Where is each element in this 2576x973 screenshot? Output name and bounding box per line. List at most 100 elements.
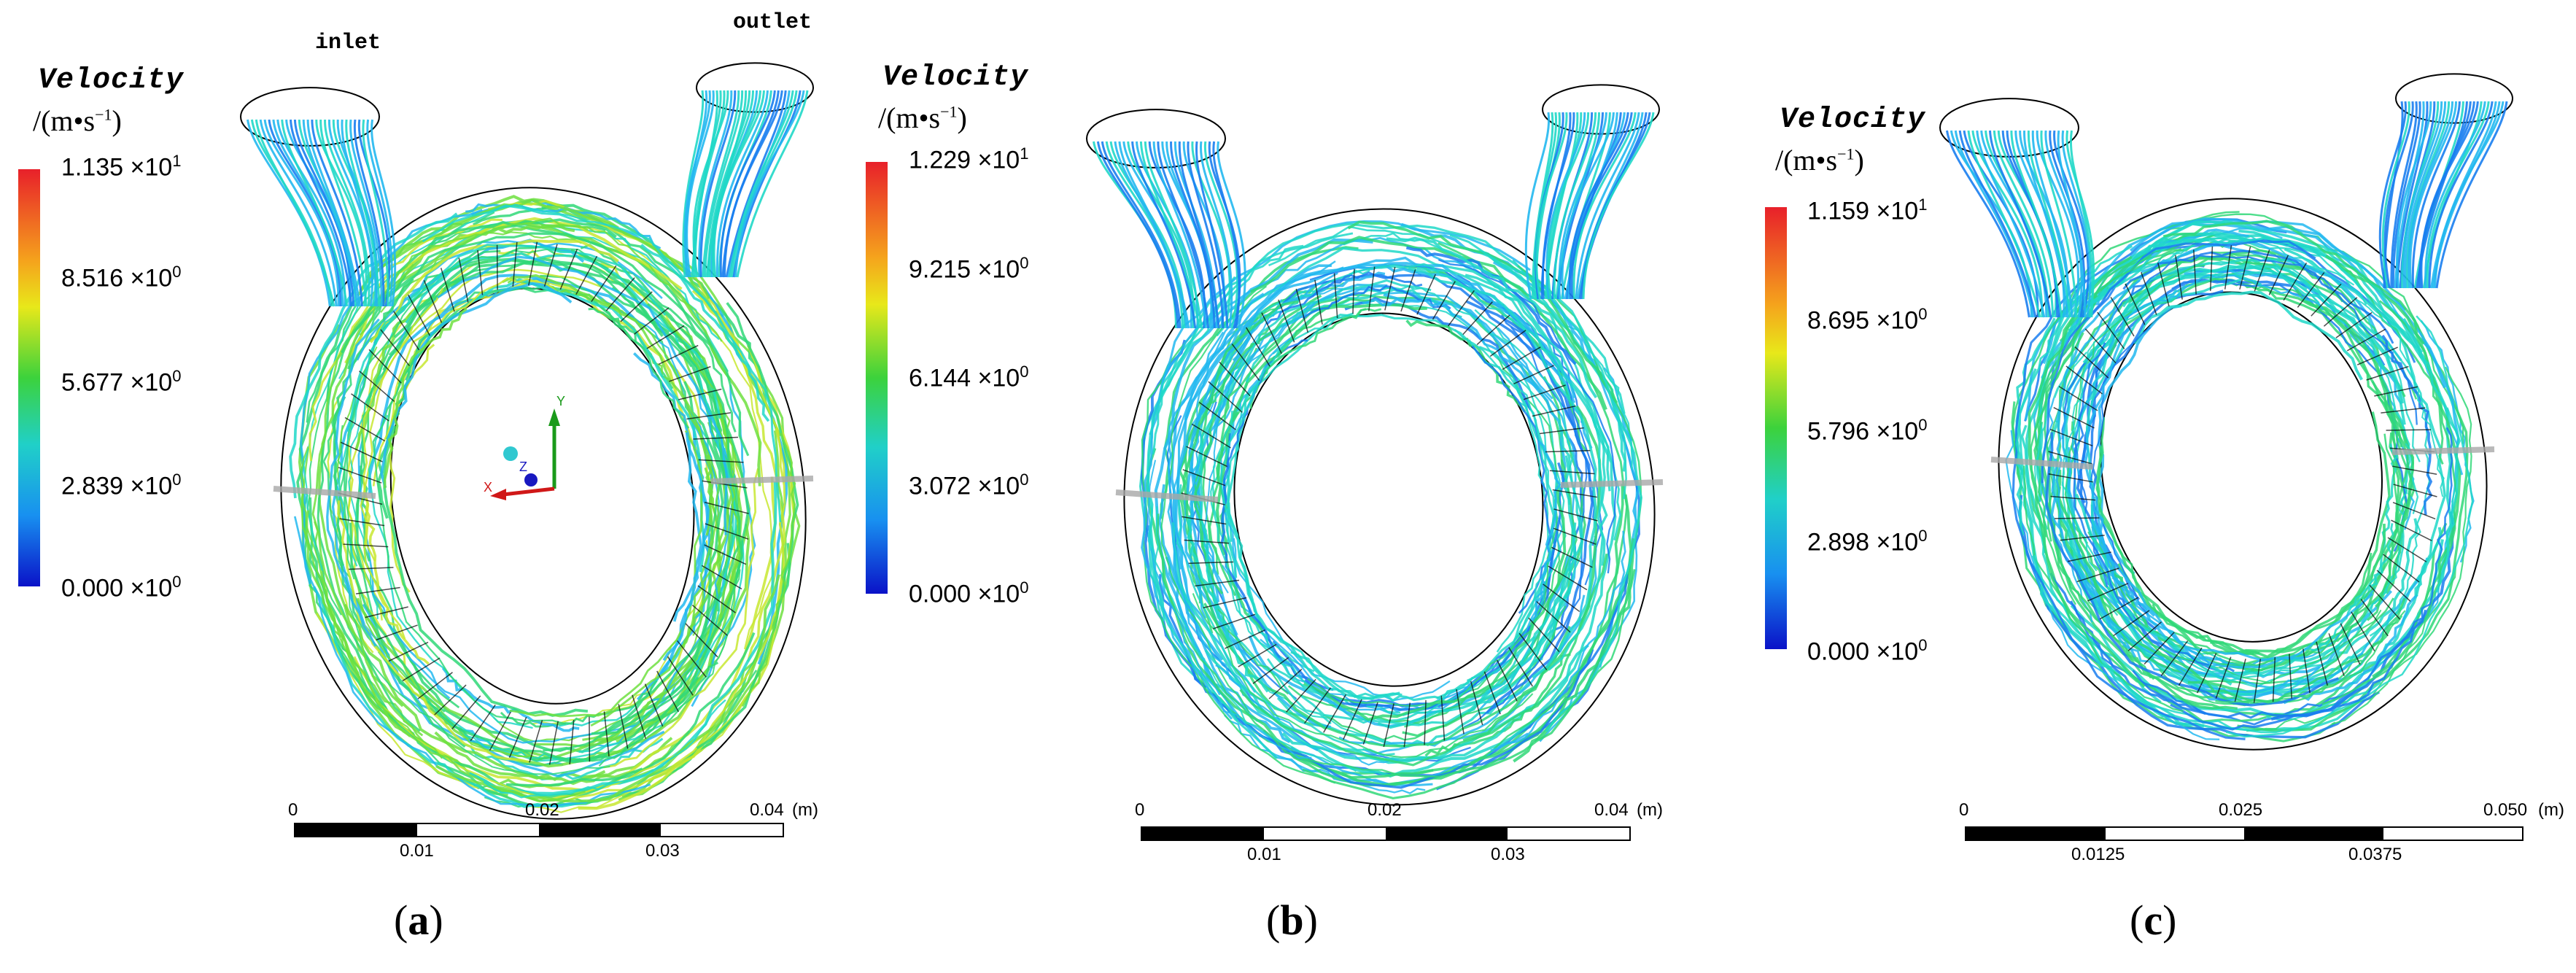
outlet-pipe: [2378, 73, 2513, 289]
blade-line: [434, 684, 467, 716]
pipe-streamline: [729, 90, 794, 278]
streamline: [293, 516, 651, 807]
blade-line: [1549, 470, 1595, 475]
pipe-streamline: [353, 119, 385, 307]
blade-line: [340, 441, 383, 462]
blade-line: [1213, 613, 1256, 629]
blade-line: [2346, 328, 2386, 352]
colorbar-tick: 1.229 ×101: [909, 144, 1029, 174]
blade-line: [2067, 551, 2111, 562]
pipe-streamline: [281, 119, 349, 307]
streamline: [2122, 249, 2394, 344]
streamline: [1528, 419, 1583, 670]
scale-unit: (m): [792, 800, 818, 820]
blade-line: [2178, 647, 2203, 686]
pipe-streamline: [1191, 141, 1231, 329]
pipe-streamline: [1971, 130, 2044, 318]
streamline: [1383, 371, 1567, 717]
blade-line: [393, 311, 420, 351]
blade-line: [705, 523, 749, 540]
streamline: [2311, 523, 2395, 651]
streamline: [468, 481, 777, 795]
streamline: [1302, 569, 1636, 799]
blade-line: [470, 705, 496, 742]
pipe-streamline: [1558, 112, 1607, 300]
streamline: [1210, 411, 1325, 698]
blade-line: [2376, 570, 2411, 602]
pipe-streamline: [247, 119, 331, 307]
pipe-streamline: [1199, 141, 1233, 329]
streamline: [2095, 496, 2374, 662]
blade-line: [368, 349, 402, 384]
blade-line: [1539, 427, 1584, 435]
blade-line: [2297, 272, 2325, 308]
pipe-streamline: [1195, 141, 1229, 329]
streamline: [318, 322, 404, 708]
pipe-streamline: [1561, 112, 1615, 300]
blade-line: [1416, 274, 1436, 315]
pipe-streamline: [1101, 141, 1182, 329]
outlet-label: outlet: [733, 10, 812, 35]
section-plane-marker: [2391, 446, 2495, 455]
pipe-streamline: [1570, 112, 1633, 300]
streamline: [2420, 319, 2475, 563]
pipe-streamline: [366, 119, 393, 307]
scale-unit: (m): [2538, 800, 2564, 820]
blade-line: [1238, 643, 1277, 667]
pipe-streamline: [734, 90, 805, 278]
blade-line: [2224, 245, 2232, 290]
blade-line: [1432, 281, 1456, 320]
streamline: [2033, 422, 2238, 710]
blade-line: [667, 656, 694, 696]
scale-tick: 0.0375: [2348, 845, 2402, 864]
blade-line: [2356, 346, 2398, 365]
blade-line: [686, 412, 732, 420]
streamline: [1189, 299, 1283, 557]
blade-line: [1400, 269, 1416, 312]
blade-line: [1553, 508, 1598, 522]
streamline: [426, 476, 777, 793]
section-plane-marker: [1560, 479, 1664, 488]
streamline: [1268, 225, 1627, 500]
pipe-streamline: [1542, 112, 1575, 300]
streamline: [1436, 346, 1558, 699]
blade-line: [2234, 659, 2246, 702]
streamline: [2089, 327, 2151, 615]
blade-line: [1545, 449, 1591, 453]
streamline: [1154, 238, 1373, 696]
colorbar-tick: 3.072 ×100: [909, 470, 1029, 500]
pipe-streamline: [1545, 112, 1586, 300]
streamline: [601, 298, 720, 637]
blade-line: [1278, 299, 1295, 343]
blade-line: [512, 241, 518, 287]
blade-line: [2157, 262, 2170, 307]
blade-line: [1195, 579, 1240, 587]
pipe-streamline: [682, 90, 705, 278]
streamline: [1141, 334, 1336, 784]
blade-line: [1548, 565, 1588, 591]
blade-line: [1447, 290, 1475, 327]
pipe-streamline: [731, 90, 798, 278]
pipe-streamline: [1170, 141, 1216, 329]
streamline: [509, 430, 704, 718]
axis-label-x: X: [484, 480, 493, 495]
pipe-streamline: [1187, 141, 1225, 329]
pipe-streamline: [2435, 101, 2508, 289]
scale-tick: 0.01: [400, 841, 434, 861]
blade-line: [2215, 656, 2232, 699]
section-plane-marker: [273, 486, 376, 499]
blade-line: [2196, 653, 2217, 694]
blade-line: [2049, 428, 2093, 446]
streamline: [2210, 411, 2391, 659]
pipe-streamline: [1989, 130, 2052, 318]
scale-tick: 0.050: [2483, 800, 2528, 820]
blade-line: [2099, 597, 2139, 620]
streamline: [590, 467, 713, 727]
streamline-pump-a: [240, 62, 814, 820]
pipe-streamline: [259, 119, 338, 307]
streamline: [380, 282, 573, 489]
blade-line: [1383, 703, 1394, 748]
blade-line: [1203, 597, 1247, 609]
panel-b: Velocity /(m•s−1) 1.229 ×101 9.215 ×100 …: [861, 0, 1765, 973]
blade-line: [2311, 283, 2342, 317]
